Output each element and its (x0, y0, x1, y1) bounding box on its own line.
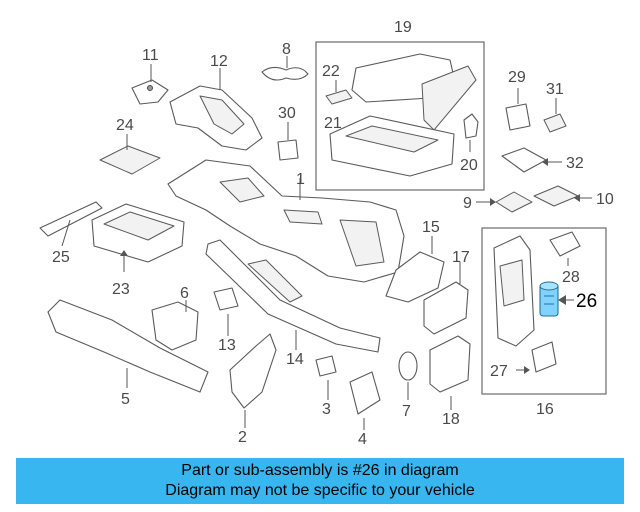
part-5[interactable] (47, 299, 209, 393)
callout-17: 17 (452, 249, 470, 266)
callout-18: 18 (442, 411, 460, 428)
callout-16: 16 (536, 401, 554, 418)
part-32[interactable] (501, 147, 562, 173)
group-box-19 (315, 41, 485, 191)
callout-2: 2 (238, 429, 247, 446)
part-13[interactable] (213, 287, 239, 336)
part-18[interactable] (429, 335, 471, 410)
part-19[interactable] (351, 53, 477, 131)
callout-3: 3 (322, 401, 331, 418)
part-15[interactable] (385, 236, 445, 303)
parts-diagram: 1 2 3 4 5 6 7 8 9 10 11 12 13 14 15 16 1… (39, 19, 614, 448)
callout-15: 15 (422, 219, 440, 236)
part-31[interactable] (543, 98, 567, 133)
callout-30: 30 (278, 105, 296, 122)
part-11[interactable] (131, 64, 169, 105)
callout-25: 25 (52, 249, 70, 266)
callout-21: 21 (324, 115, 342, 132)
part-26[interactable] (539, 281, 574, 317)
part-14[interactable] (205, 239, 381, 353)
callout-12: 12 (210, 53, 228, 70)
callout-9: 9 (463, 195, 472, 212)
callout-1: 1 (296, 171, 305, 188)
banner-line-2: Diagram may not be specific to your vehi… (165, 482, 475, 499)
part-29[interactable] (505, 88, 531, 131)
callout-24: 24 (116, 117, 134, 134)
callout-23: 23 (112, 281, 130, 298)
callout-29: 29 (508, 69, 526, 86)
part-23[interactable] (91, 203, 185, 272)
callout-27: 27 (490, 363, 508, 380)
callout-32: 32 (566, 155, 584, 172)
group-box-16 (481, 227, 607, 395)
callout-20: 20 (460, 157, 478, 174)
part-2[interactable] (229, 333, 277, 428)
part-20[interactable] (463, 113, 479, 152)
callout-22: 22 (322, 63, 340, 80)
part-17[interactable] (423, 262, 469, 335)
part-12[interactable] (169, 68, 263, 151)
part-27[interactable] (516, 341, 557, 374)
banner-line-1: Part or sub-assembly is #26 in diagram (181, 462, 459, 479)
callout-14: 14 (286, 351, 304, 368)
part-4[interactable] (349, 371, 381, 430)
part-28[interactable] (549, 231, 581, 266)
callout-19: 19 (394, 19, 412, 36)
callout-28: 28 (562, 269, 580, 286)
callout-6: 6 (180, 285, 189, 302)
part-16-panel[interactable] (493, 235, 535, 347)
part-24[interactable] (99, 134, 161, 175)
part-6[interactable] (151, 300, 199, 351)
part-9[interactable] (476, 191, 533, 213)
callout-7: 7 (402, 403, 411, 420)
callout-11: 11 (142, 47, 159, 64)
callout-31: 31 (546, 81, 564, 98)
callout-8: 8 (282, 41, 291, 58)
part-30[interactable] (277, 122, 299, 161)
part-10[interactable] (533, 185, 592, 207)
part-22[interactable] (325, 80, 353, 105)
part-21[interactable] (329, 115, 455, 177)
callout-13: 13 (218, 337, 236, 354)
info-banner: Part or sub-assembly is #26 in diagram D… (16, 458, 624, 504)
part-3[interactable] (315, 355, 337, 400)
part-7[interactable] (398, 351, 418, 400)
part-1[interactable] (167, 159, 405, 283)
callout-4: 4 (358, 431, 367, 448)
callout-5: 5 (121, 391, 130, 408)
part-8[interactable] (261, 56, 309, 81)
callout-26: 26 (576, 291, 597, 312)
callout-10: 10 (596, 191, 614, 208)
part-25[interactable] (39, 201, 103, 247)
